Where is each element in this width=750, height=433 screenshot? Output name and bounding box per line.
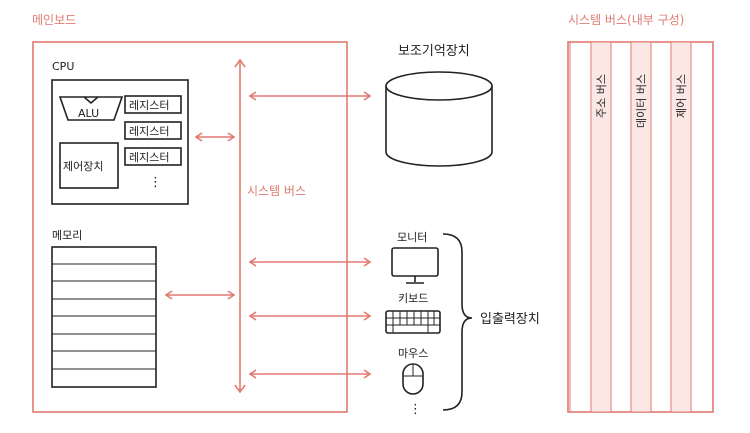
system-bus-label: 시스템 버스 xyxy=(247,184,306,198)
register-label-3: 레지스터 xyxy=(129,151,169,164)
keyboard-icon xyxy=(385,310,441,334)
address-bus-lane xyxy=(590,41,612,413)
control-bus-lane xyxy=(670,41,692,413)
data-bus-lane xyxy=(630,41,652,413)
register-label-2: 레지스터 xyxy=(129,125,169,138)
memory-block xyxy=(51,246,157,388)
memory-title: 메모리 xyxy=(52,229,82,242)
keyboard-bus-arrow xyxy=(248,311,372,321)
memory-bus-arrow xyxy=(164,290,236,300)
system-bus-arrow xyxy=(234,58,246,394)
cpu-bus-arrow xyxy=(194,132,236,142)
io-devices-label: 입출력장치 xyxy=(480,312,540,327)
control-unit-label: 제어장치 xyxy=(63,160,103,173)
alu-shape xyxy=(58,96,124,121)
cpu-box xyxy=(51,79,189,205)
device-ellipsis: ⋮ xyxy=(409,402,422,417)
data-bus-label: 데이터 버스 xyxy=(635,74,648,128)
storage-bus-arrow xyxy=(248,91,372,101)
monitor-bus-arrow xyxy=(248,257,372,267)
monitor-label: 모니터 xyxy=(397,231,427,244)
cpu-title: CPU xyxy=(52,60,74,73)
secondary-storage-label: 보조기억장치 xyxy=(398,44,470,59)
mouse-bus-arrow xyxy=(248,369,372,379)
mouse-icon xyxy=(402,363,424,395)
bus-internal-title: 시스템 버스(내부 구성) xyxy=(568,13,684,27)
register-ellipsis: ⋮ xyxy=(149,175,162,190)
register-box-1 xyxy=(124,95,182,114)
register-box-2 xyxy=(124,121,182,140)
register-label-1: 레지스터 xyxy=(129,99,169,112)
mainboard-frame xyxy=(32,41,348,413)
keyboard-label: 키보드 xyxy=(398,292,428,305)
mouse-label: 마우스 xyxy=(398,347,428,360)
io-brace xyxy=(442,233,473,411)
register-box-3 xyxy=(124,147,182,166)
monitor-icon xyxy=(391,247,439,284)
control-unit-box xyxy=(59,142,119,189)
mainboard-title: 메인보드 xyxy=(32,13,76,27)
control-bus-label: 제어 버스 xyxy=(675,74,688,118)
address-bus-label: 주소 버스 xyxy=(595,74,608,118)
database-icon xyxy=(385,71,493,167)
alu-label: ALU xyxy=(78,107,99,120)
